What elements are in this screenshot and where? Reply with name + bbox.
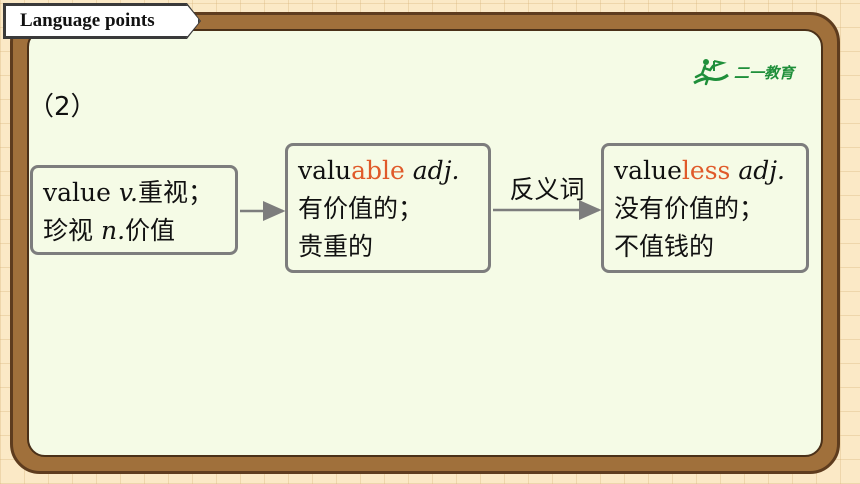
value-line-1: value v.重视； (43, 174, 225, 212)
value-meaning-noun: 价值 (125, 216, 176, 245)
brand-logo: 二一教育 (690, 54, 810, 90)
word-box-valueless: valueless adj. 没有价值的； 不值钱的 (601, 143, 809, 273)
runner-flag-icon (693, 59, 729, 86)
section-number: （2） (28, 92, 97, 122)
valuable-meaning-1: 有价值的； (298, 194, 424, 223)
valueless-meaning-1: 没有价值的； (614, 194, 765, 223)
page-title: Language points (4, 4, 200, 38)
value-word: value (43, 178, 111, 207)
valueless-pos: adj. (738, 156, 785, 185)
value-meaning-verb: 重视； (137, 178, 213, 207)
valuable-pos: adj. (412, 156, 460, 185)
valueless-root: value (614, 156, 682, 185)
value-line-2: 珍视 n.价值 (43, 212, 225, 250)
valuable-suffix: able (351, 156, 405, 185)
word-box-valuable: valuable adj. 有价值的； 贵重的 (285, 143, 491, 273)
valueless-line-1: valueless adj. (614, 152, 796, 190)
valuable-meaning-2: 贵重的 (298, 232, 374, 261)
antonym-label: 反义词 (509, 175, 585, 204)
valuable-root: valu (298, 156, 352, 185)
content-board (10, 12, 840, 474)
logo-text: 二一教育 (734, 63, 795, 82)
valuable-line-1: valuable adj. (298, 152, 478, 190)
value-pos-verb: v. (118, 178, 138, 207)
value-meaning-verb-2: 珍视 (43, 216, 94, 245)
word-box-value: value v.重视； 珍视 n.价值 (30, 165, 238, 255)
valueless-suffix: less (681, 156, 731, 185)
content-panel (27, 29, 823, 457)
valueless-meaning-2: 不值钱的 (614, 232, 715, 261)
value-pos-noun: n. (100, 216, 126, 245)
